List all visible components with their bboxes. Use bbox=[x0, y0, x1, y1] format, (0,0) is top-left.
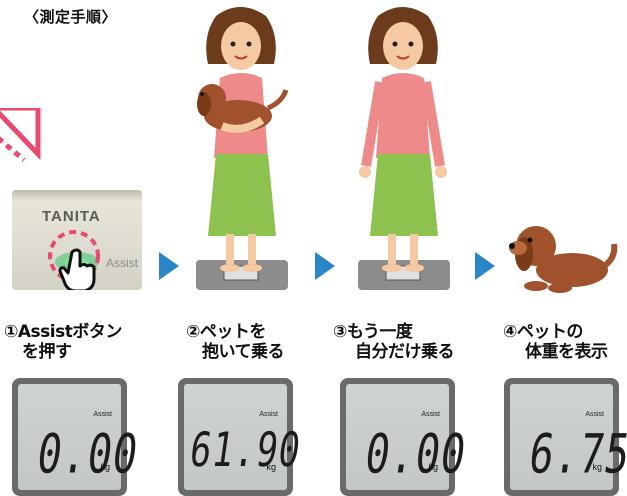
brand-logo: TANITA bbox=[42, 208, 101, 225]
panel-rim bbox=[12, 190, 142, 200]
unit-label: kg bbox=[592, 462, 602, 472]
hand-pointer-icon bbox=[58, 248, 96, 290]
step-3-caption-line-1: ③もう一度 bbox=[333, 322, 413, 342]
step-3-caption: ③もう一度 自分だけ乗る bbox=[333, 322, 455, 362]
dog-illustration bbox=[509, 226, 618, 293]
weight-value: 0.00 bbox=[33, 424, 143, 487]
step-4-caption-line-1: ④ペットの bbox=[503, 322, 583, 342]
woman-holding-dog-illustration bbox=[196, 7, 289, 290]
assist-indicator: Assist bbox=[259, 411, 278, 418]
unit-label: kg bbox=[100, 462, 110, 472]
pink-sparkle-icon bbox=[0, 108, 41, 162]
step-2-caption: ②ペットを 抱いて乗る bbox=[186, 322, 285, 362]
chevron-right-icon bbox=[475, 252, 495, 280]
unit-label: kg bbox=[266, 462, 276, 472]
step-4-caption-line-2: 体重を表示 bbox=[525, 342, 608, 362]
woman-standing-illustration bbox=[358, 7, 450, 290]
assist-indicator: Assist bbox=[93, 411, 112, 418]
weight-display: Assist 0.00 kg bbox=[340, 378, 470, 496]
scale-control-panel: TANITA Assist bbox=[12, 190, 142, 290]
step-4-caption: ④ペットの 体重を表示 bbox=[503, 322, 608, 362]
unit-label: kg bbox=[428, 462, 438, 472]
step-3-caption-line-2: 自分だけ乗る bbox=[355, 342, 455, 362]
assist-indicator: Assist bbox=[421, 411, 440, 418]
step-2-caption-line-2: 抱いて乗る bbox=[202, 342, 285, 362]
lcd-screen: Assist 0.00 kg bbox=[346, 384, 470, 490]
step-1-caption: ①Assistボタン を押す bbox=[4, 322, 122, 362]
step-1-caption-line-1: ①Assistボタン bbox=[4, 322, 122, 342]
weight-value: 61.90 bbox=[186, 424, 305, 478]
weight-value: 6.75 bbox=[525, 424, 627, 487]
assist-label: Assist bbox=[106, 256, 139, 270]
assist-indicator: Assist bbox=[585, 411, 604, 418]
lcd-screen: Assist 61.90 kg bbox=[184, 384, 304, 490]
page-title: 〈測定手順〉 bbox=[24, 8, 118, 26]
chevron-right-icon bbox=[315, 252, 335, 280]
weight-display: Assist 0.00 kg bbox=[12, 378, 142, 496]
weight-display: Assist 6.75 kg bbox=[504, 378, 627, 496]
weight-display: Assist 61.90 kg bbox=[178, 378, 304, 496]
step-1-caption-line-2: を押す bbox=[22, 342, 72, 362]
step-2-caption-line-1: ②ペットを bbox=[186, 322, 266, 342]
chevron-right-icon bbox=[159, 252, 179, 280]
lcd-screen: Assist 0.00 kg bbox=[18, 384, 142, 490]
lcd-screen: Assist 6.75 kg bbox=[510, 384, 627, 490]
weight-value: 0.00 bbox=[361, 424, 471, 487]
